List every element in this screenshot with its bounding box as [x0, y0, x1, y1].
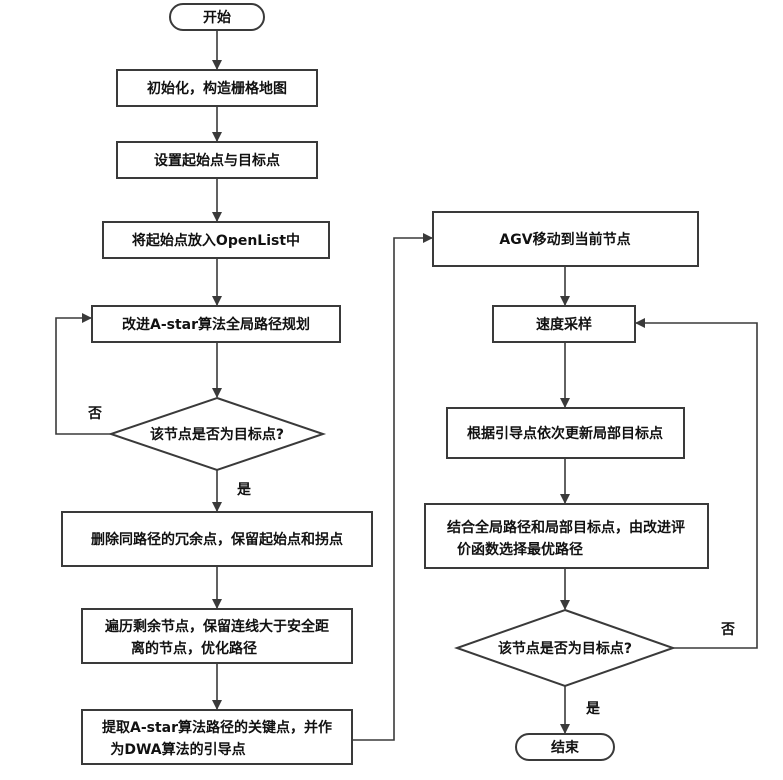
traverse-label-1: 遍历剩余节点，保留连线大于安全距: [104, 618, 329, 635]
update-local-node: 根据引导点依次更新局部目标点: [446, 407, 685, 459]
decision-goal-right: 该节点是否为目标点?: [453, 608, 677, 688]
improved-astar-node: 改进A-star算法全局路径规划: [91, 305, 341, 343]
decision-goal-left: 该节点是否为目标点?: [107, 396, 327, 472]
start-node: 开始: [169, 3, 265, 31]
extract-label-2: 为DWA算法的引导点: [110, 741, 245, 758]
arrow-no-loop-left: [55, 313, 111, 435]
no-label-right: 否: [720, 622, 735, 638]
openlist-node: 将起始点放入OpenList中: [102, 221, 330, 259]
traverse-label-2: 离的节点，优化路径: [131, 640, 257, 657]
traverse-node: 遍历剩余节点，保留连线大于安全距 离的节点，优化路径: [81, 608, 353, 664]
combine-label-1: 结合全局路径和局部目标点，由改进评: [447, 519, 685, 536]
agv-move-label: AGV移动到当前节点: [499, 231, 630, 248]
agv-move-node: AGV移动到当前节点: [432, 211, 699, 267]
decision-goal-left-label: 该节点是否为目标点?: [150, 426, 284, 443]
end-node: 结束: [515, 733, 615, 761]
set-points-label: 设置起始点与目标点: [154, 152, 280, 169]
improved-astar-label: 改进A-star算法全局路径规划: [122, 316, 310, 333]
yes-label-right: 是: [586, 701, 601, 717]
velocity-sample-node: 速度采样: [492, 305, 636, 343]
velocity-sample-label: 速度采样: [536, 316, 592, 333]
arrow-no-loop-right: [635, 318, 758, 649]
combine-node: 结合全局路径和局部目标点，由改进评 价函数选择最优路径: [424, 503, 709, 569]
init-label: 初始化，构造栅格地图: [147, 80, 287, 97]
end-label: 结束: [551, 739, 580, 756]
extract-node: 提取A-star算法路径的关键点，并作 为DWA算法的引导点: [81, 709, 353, 765]
set-points-node: 设置起始点与目标点: [116, 141, 318, 179]
arrow-extract-agv: [352, 233, 433, 741]
remove-redundant-label: 删除同路径的冗余点，保留起始点和拐点: [91, 531, 343, 548]
extract-label-1: 提取A-star算法路径的关键点，并作: [102, 719, 332, 736]
combine-label-2: 价函数选择最优路径: [457, 541, 583, 558]
decision-goal-right-label: 该节点是否为目标点?: [498, 640, 632, 657]
no-label-left: 否: [87, 406, 102, 422]
update-local-label: 根据引导点依次更新局部目标点: [467, 425, 663, 442]
yes-label-left: 是: [237, 482, 252, 498]
remove-redundant-node: 删除同路径的冗余点，保留起始点和拐点: [61, 511, 373, 567]
openlist-label: 将起始点放入OpenList中: [132, 232, 300, 249]
init-node: 初始化，构造栅格地图: [116, 69, 318, 107]
start-label: 开始: [203, 9, 231, 26]
